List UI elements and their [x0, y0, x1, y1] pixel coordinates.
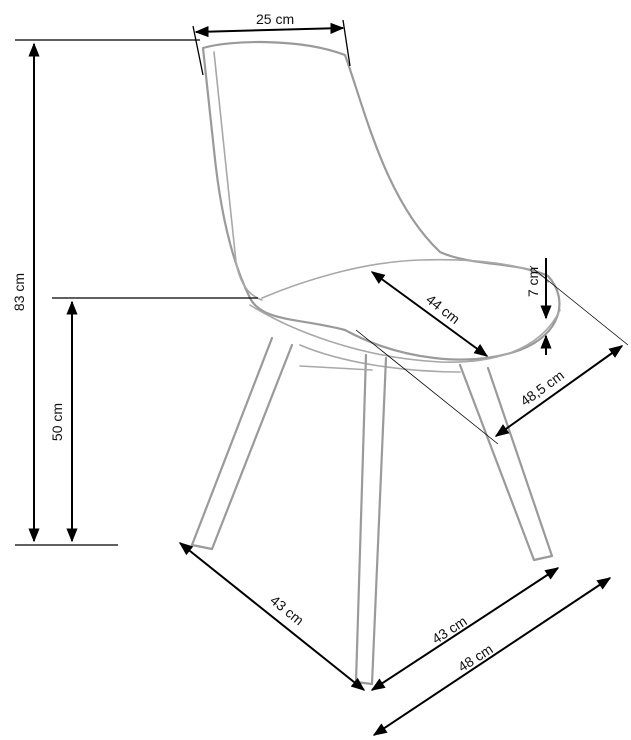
dim-43-left-arrow [178, 542, 366, 691]
label-83-cm: 83 cm [11, 273, 27, 311]
seat-base [299, 344, 461, 373]
dimension-lines [15, 19, 629, 736]
label-43-cm-left: 43 cm [267, 592, 307, 628]
label-7-cm: 7 cm [525, 267, 541, 297]
label-48-cm: 48 cm [455, 641, 496, 675]
leg-front-middle [354, 353, 388, 686]
label-43-cm-right: 43 cm [429, 613, 470, 647]
dim-25-extension-left [192, 25, 204, 76]
label-44-cm: 44 cm [423, 291, 463, 327]
chair-drawing [190, 40, 561, 686]
leg-back-right [458, 363, 554, 562]
label-25-cm: 25 cm [256, 11, 294, 27]
dim-7-extension [529, 265, 629, 346]
backrest-outline [201, 40, 561, 361]
dim-48-arrow [372, 577, 612, 736]
dim-48-5-arrow [494, 345, 624, 437]
dim-44-arrow [370, 271, 489, 357]
dim-25-arrow [194, 22, 345, 38]
seat-cushion-top [261, 258, 549, 299]
dimension-labels: 25 cm 83 cm 50 cm 44 cm 7 cm 48,5 cm 43 … [11, 11, 567, 675]
seat-cushion-bottom [249, 304, 561, 364]
leg-connector [299, 365, 373, 371]
label-50-cm: 50 cm [49, 403, 65, 441]
dim-48-5-extension [355, 329, 499, 445]
leg-front-left [190, 336, 294, 551]
backrest-inner-line [213, 51, 263, 301]
